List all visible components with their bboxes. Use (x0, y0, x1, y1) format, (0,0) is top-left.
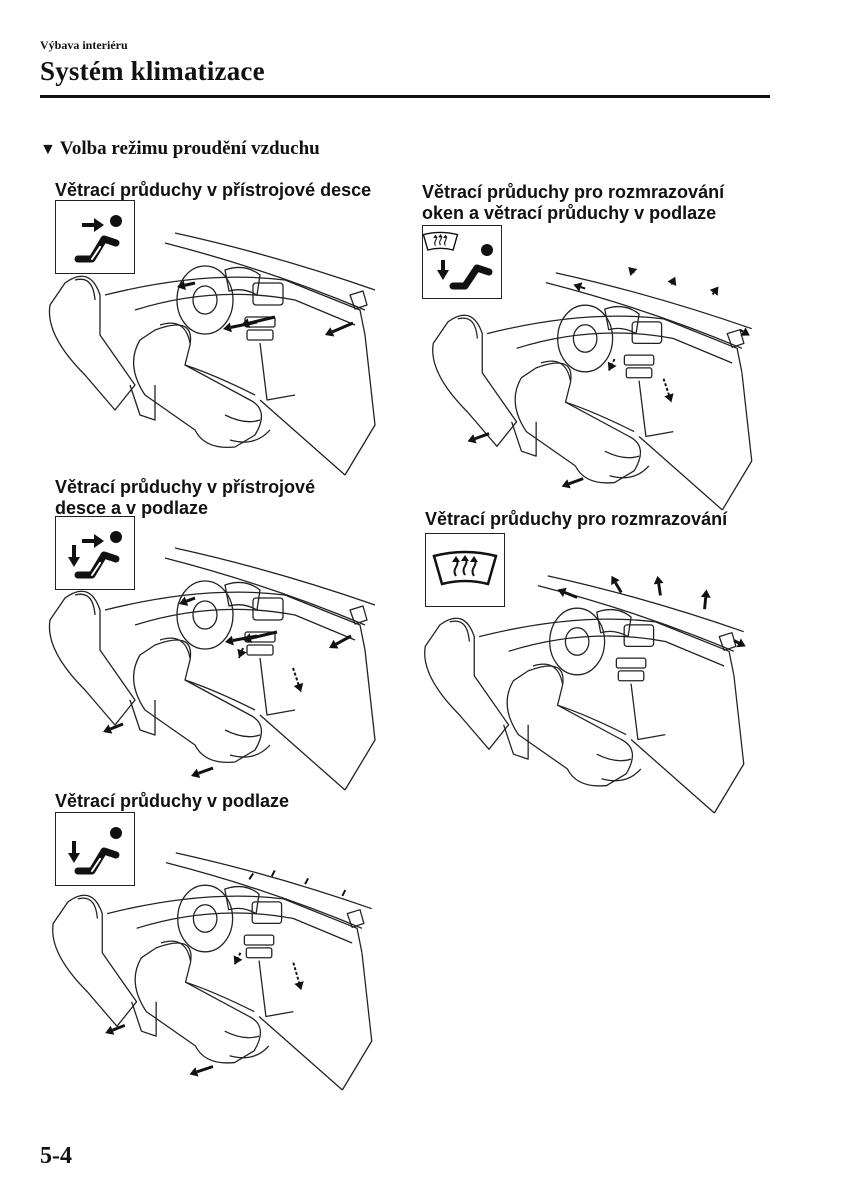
mode-caption-face-floor: Větrací průduchy v přístrojové desce a v… (55, 477, 315, 519)
cabin-illustration-floor (45, 845, 380, 1090)
cabin-illustration-face-floor (45, 540, 380, 790)
triangle-marker-icon: ▼ (40, 141, 56, 158)
title-divider (40, 95, 770, 98)
cabin-illustration-defrost (412, 568, 757, 813)
mode-caption-face: Větrací průduchy v přístrojové desce (55, 180, 371, 201)
cabin-illustration-face (45, 225, 380, 475)
cabin-illustration-defrost-floor (425, 265, 760, 510)
breadcrumb: Výbava interiéru (40, 38, 128, 53)
section-heading: ▼Volba režimu proudění vzduchu (40, 138, 320, 160)
page-title: Systém klimatizace (40, 56, 265, 87)
mode-caption-defrost: Větrací průduchy pro rozmrazování (425, 509, 727, 530)
mode-caption-defrost-floor: Větrací průduchy pro rozmrazování oken a… (422, 182, 724, 224)
section-title: Volba režimu proudění vzduchu (60, 138, 320, 159)
page-number: 5-4 (40, 1143, 72, 1170)
mode-caption-floor: Větrací průduchy v podlaze (55, 791, 289, 812)
